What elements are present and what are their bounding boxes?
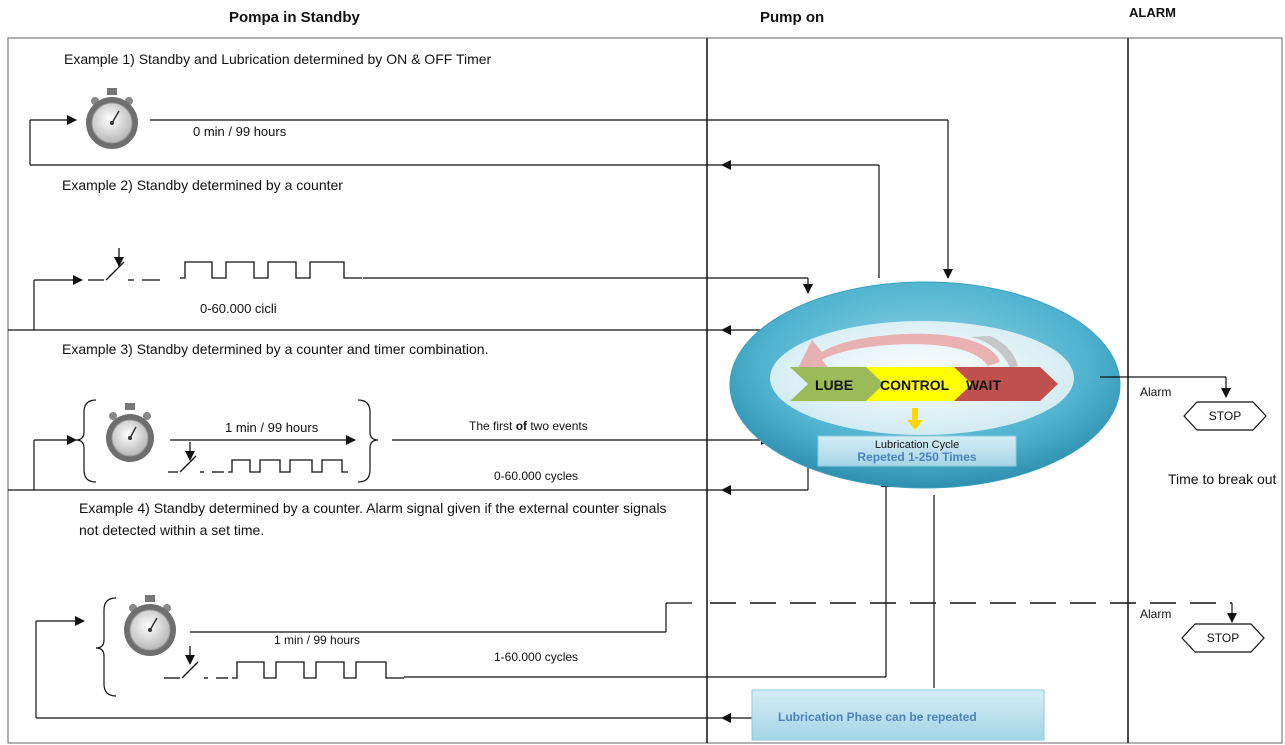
down-arrow-icon <box>907 420 923 430</box>
example4-flow <box>35 477 1237 723</box>
example3-flow <box>8 399 809 495</box>
step-lube-label: LUBE <box>815 377 853 393</box>
ex2-cycles-label: 0-60.000 cicli <box>200 301 277 316</box>
ex1-timer-label: 0 min / 99 hours <box>193 124 287 139</box>
header-alarm: ALARM <box>1129 5 1176 20</box>
stop-sign-icon <box>1183 401 1267 431</box>
example1-flow <box>29 115 953 279</box>
phase-box <box>751 689 1045 741</box>
step-wait <box>954 367 1058 401</box>
alarm2-label: Alarm <box>1140 607 1172 621</box>
header-standby: Pompa in Standby <box>229 9 360 26</box>
pulse-train <box>232 661 404 679</box>
alarm1-label: Alarm <box>1140 385 1172 399</box>
pulse-train <box>228 459 348 473</box>
switch-icon <box>164 646 228 679</box>
ex4-timer-label: 1 min / 99 hours <box>274 633 361 647</box>
switch-icon <box>168 442 224 473</box>
example4-title: Example 4) Standby determined by a count… <box>79 500 667 538</box>
cycle-caption: Lubrication Cycle <box>875 439 959 451</box>
step-lube <box>790 367 888 401</box>
ex4-cycles-label: 1-60.000 cycles <box>494 650 579 664</box>
example2-title: Example 2) Standby determined by a count… <box>62 177 343 193</box>
step-control <box>866 367 976 401</box>
stop1-label: STOP <box>1209 409 1241 423</box>
example3-title: Example 3) Standby determined by a count… <box>62 341 489 357</box>
switch-icon <box>88 248 160 281</box>
example2-flow <box>8 275 813 335</box>
stopwatch-icon <box>106 403 154 462</box>
break-out-label: Time to break out <box>1168 471 1277 487</box>
stopwatch-icon <box>86 88 138 149</box>
stop-sign-icon <box>1181 623 1265 653</box>
step-wait-label: WAIT <box>966 377 1001 393</box>
ex3-timer-label: 1 min / 99 hours <box>225 420 319 435</box>
example1-title: Example 1) Standby and Lubrication deter… <box>64 51 492 67</box>
ex3-cycles-label: 0-60.000 cycles <box>494 469 579 483</box>
ex3-events-label: The first of two events <box>469 419 588 433</box>
header-pump-on: Pump on <box>760 9 825 26</box>
frame <box>7 37 1283 744</box>
cycle-repeat: Repeted 1-250 Times <box>857 450 976 464</box>
lubrication-cycle: LUBE CONTROL WAIT Lubrication Cycle Repe… <box>729 281 1121 489</box>
stopwatch-icon <box>124 595 176 656</box>
step-control-label: CONTROL <box>880 377 950 393</box>
stop2-label: STOP <box>1207 631 1239 645</box>
cycle-arrow-icon <box>798 333 1000 370</box>
pulse-train <box>180 261 362 279</box>
phase-box-label: Lubrication Phase can be repeated <box>778 710 977 724</box>
